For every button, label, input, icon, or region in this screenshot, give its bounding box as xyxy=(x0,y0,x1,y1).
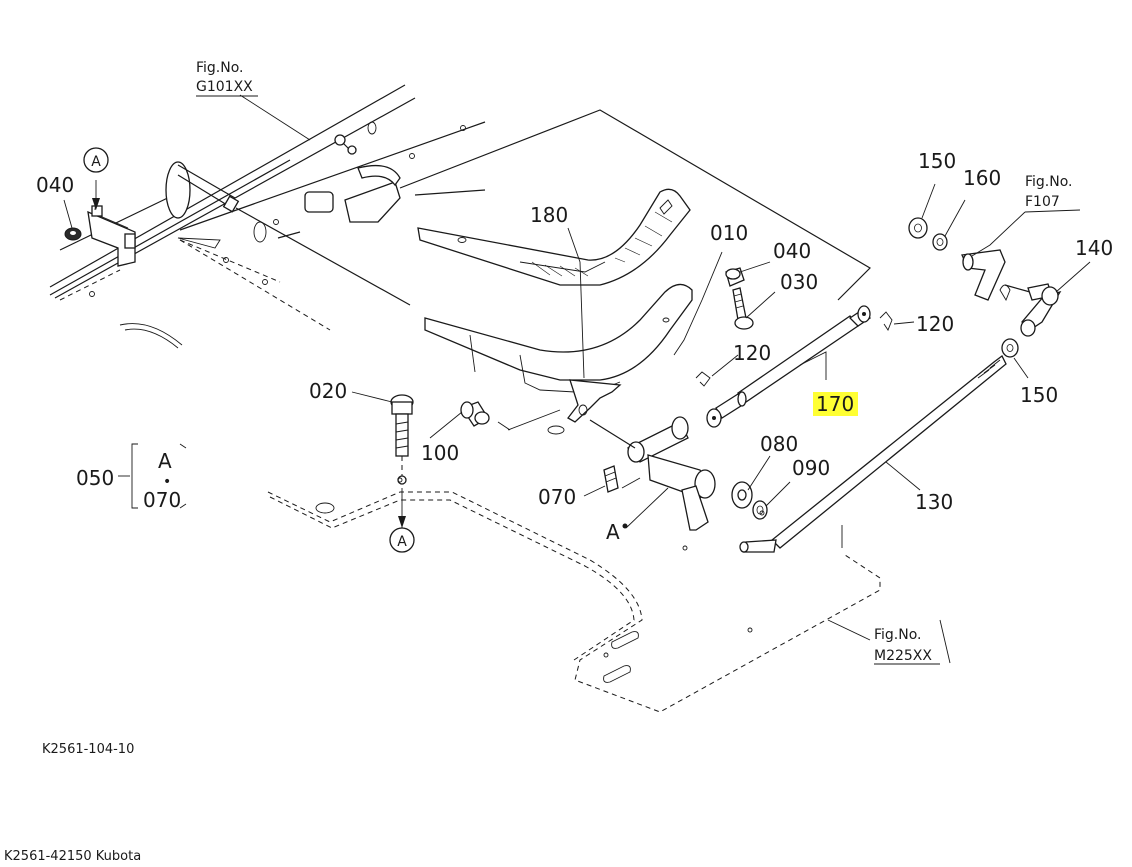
detail-a-070[interactable]: 070 xyxy=(143,488,181,512)
label-150-top[interactable]: 150 xyxy=(918,149,956,173)
label-090[interactable]: 090 xyxy=(792,456,830,480)
label-170[interactable]: 170 xyxy=(816,392,854,416)
leader-lines xyxy=(63,94,1091,665)
detail-a-letter: A xyxy=(158,449,172,473)
nut-040-right[interactable] xyxy=(725,267,745,287)
label-040-right[interactable]: 040 xyxy=(773,239,811,263)
label-030[interactable]: 030 xyxy=(780,270,818,294)
caption: K2561-42150 Kubota xyxy=(4,849,141,864)
frame-rails xyxy=(49,84,486,349)
clip-120-mid[interactable] xyxy=(695,371,711,387)
label-150-right[interactable]: 150 xyxy=(1020,383,1058,407)
frame-outline xyxy=(277,109,871,301)
label-100[interactable]: 100 xyxy=(421,441,459,465)
label-130[interactable]: 130 xyxy=(915,490,953,514)
nut-150-right[interactable] xyxy=(1001,338,1019,358)
label-020[interactable]: 020 xyxy=(309,379,347,403)
washer-160[interactable] xyxy=(932,233,948,251)
bolt-020[interactable] xyxy=(390,394,414,485)
nut-040-left[interactable] xyxy=(64,227,82,241)
label-120-mid[interactable]: 120 xyxy=(733,341,771,365)
fig-m225-line2: M225XX xyxy=(874,648,932,664)
lever-knob[interactable] xyxy=(304,164,401,223)
fig-g101-line1: Fig.No. xyxy=(196,60,244,76)
view-a-pointer: A xyxy=(606,520,620,544)
fig-f107-line2: F107 xyxy=(1025,194,1060,210)
label-010[interactable]: 010 xyxy=(710,221,748,245)
callout-a-bottom-text: A xyxy=(397,534,407,550)
fig-ref-g101[interactable]: Fig.No. G101XX xyxy=(196,60,253,95)
rod-130[interactable] xyxy=(739,355,1007,553)
nut-150-top[interactable] xyxy=(908,217,928,239)
lever-140[interactable] xyxy=(1020,283,1062,337)
fig-f107-line1: Fig.No. xyxy=(1025,174,1073,190)
bracket-f107 xyxy=(961,249,1031,302)
pivot-rod xyxy=(165,134,411,306)
pivot-shaft[interactable] xyxy=(589,416,716,531)
callout-circle-a-top: A xyxy=(83,147,109,173)
label-180[interactable]: 180 xyxy=(530,203,568,227)
part-010-bracket[interactable] xyxy=(424,283,693,423)
fig-m225-line1: Fig.No. xyxy=(874,627,922,643)
label-050[interactable]: 050 xyxy=(76,466,114,490)
fig-ref-f107[interactable]: Fig.No. F107 xyxy=(1025,174,1073,210)
part-180-guard[interactable] xyxy=(417,188,691,286)
highlight-170 xyxy=(813,392,858,416)
clip-120-top[interactable] xyxy=(879,311,893,331)
drawing-code: K2561-104-10 xyxy=(42,742,134,757)
label-070[interactable]: 070 xyxy=(538,485,576,509)
callout-a-top-text: A xyxy=(91,154,101,170)
nut-100[interactable] xyxy=(460,401,490,427)
label-040-left[interactable]: 040 xyxy=(36,173,74,197)
fig-ref-m225[interactable]: Fig.No. M225XX xyxy=(874,627,932,664)
label-080[interactable]: 080 xyxy=(760,432,798,456)
label-120-top[interactable]: 120 xyxy=(916,312,954,336)
grease-nipple-070[interactable] xyxy=(603,465,619,493)
label-140[interactable]: 140 xyxy=(1075,236,1113,260)
left-bracket xyxy=(87,205,136,267)
fig-g101-line2: G101XX xyxy=(196,79,253,95)
spring-washer-090[interactable] xyxy=(752,500,768,520)
label-160[interactable]: 160 xyxy=(963,166,1001,190)
washer-080[interactable] xyxy=(731,481,753,509)
floor-plate xyxy=(267,425,881,713)
callout-circle-a-bottom: A xyxy=(389,527,415,553)
bolt-030[interactable] xyxy=(732,287,754,330)
part-170-gas-spring[interactable] xyxy=(706,305,872,428)
detail-a-dot: • xyxy=(163,474,171,490)
